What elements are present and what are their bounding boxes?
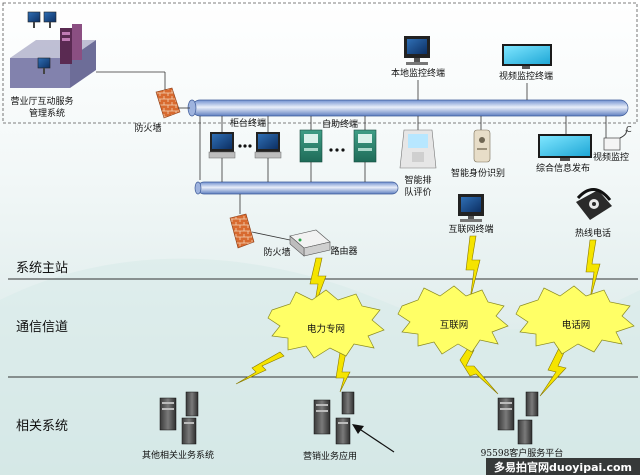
id-recognition-label: 智能身份识别 xyxy=(451,167,505,179)
internet-terminal-icon xyxy=(458,194,484,222)
cloud-phone-net xyxy=(515,285,635,355)
queue-eval-icon xyxy=(399,129,437,169)
main-network-bus xyxy=(187,99,629,117)
firewall-top-icon xyxy=(155,87,181,119)
lower-bus-stems xyxy=(221,158,366,214)
local-monitor-label: 本地监控终端 xyxy=(391,67,445,79)
crm-system-icon xyxy=(10,11,96,88)
local-monitor-icon xyxy=(404,36,430,65)
crm-system-label-line2: 管理系统 xyxy=(29,107,65,119)
firewall-bottom-icon xyxy=(229,213,255,249)
lower-network-bus xyxy=(194,181,399,195)
cloud-internet xyxy=(397,285,509,355)
internet-terminal-label: 互联网终端 xyxy=(448,223,493,235)
bus-stems xyxy=(199,116,607,180)
firewall-top-label: 防火墙 xyxy=(134,122,161,134)
router-label: 路由器 xyxy=(330,245,357,257)
queue-eval-label-line2: 队评价 xyxy=(404,186,431,198)
firewall-to-router xyxy=(251,231,291,241)
row-label-main-station: 系统主站 xyxy=(16,261,68,276)
self-service-ellipsis xyxy=(329,148,345,152)
video-monitor-terminal-icon xyxy=(502,44,552,69)
server-group-other-systems xyxy=(159,391,199,445)
phone-icon xyxy=(576,188,612,220)
server-group-marketing xyxy=(313,391,355,445)
marketing-app-label: 营销业务应用 xyxy=(303,450,357,462)
queue-eval-label-line1: 智能排 xyxy=(404,174,431,186)
video-monitor-terminal-label: 视频监控终端 xyxy=(499,70,553,82)
cloud-power-net xyxy=(267,289,385,359)
hotline-label: 热线电话 xyxy=(575,227,611,239)
crm-system-label-line1: 营业厅互动服务 xyxy=(10,95,73,107)
info-publish-icon xyxy=(538,134,592,161)
counter-terminal-ellipsis xyxy=(238,144,252,148)
arrow-icon xyxy=(352,424,395,453)
watermark: 多易拍官网duoyipai.com xyxy=(494,460,632,474)
self-service-kiosk-icon xyxy=(299,129,377,163)
service-platform-label: 95598客户服务平台 xyxy=(481,447,564,459)
camera-icon: C xyxy=(603,125,632,151)
firewall-bottom-label: 防火墙 xyxy=(263,246,290,258)
counter-terminal-icon xyxy=(208,132,282,159)
svg-text:C: C xyxy=(626,125,632,134)
video-monitor-label: 视频监控 xyxy=(593,151,629,163)
row-label-comm-channel: 通信信道 xyxy=(16,320,68,335)
counter-terminal-label: 柜台终端 xyxy=(230,117,266,129)
id-recognition-icon xyxy=(473,129,491,163)
server-group-service-platform xyxy=(497,391,539,445)
lightning-bolts xyxy=(235,235,601,397)
router-icon xyxy=(289,229,331,257)
self-service-terminal-label: 自助终端 xyxy=(322,118,358,130)
row-label-related-systems: 相关系统 xyxy=(16,419,68,434)
other-systems-label: 其他相关业务系统 xyxy=(142,449,214,461)
cloud-power-net-label: 电力专网 xyxy=(307,323,345,335)
main-station-boundary xyxy=(2,2,638,124)
watermark-bg xyxy=(486,458,640,475)
cloud-internet-label: 互联网 xyxy=(440,320,469,331)
info-publish-label: 综合信息发布 xyxy=(536,162,590,174)
cloud-phone-net-label: 电话网 xyxy=(562,319,591,331)
